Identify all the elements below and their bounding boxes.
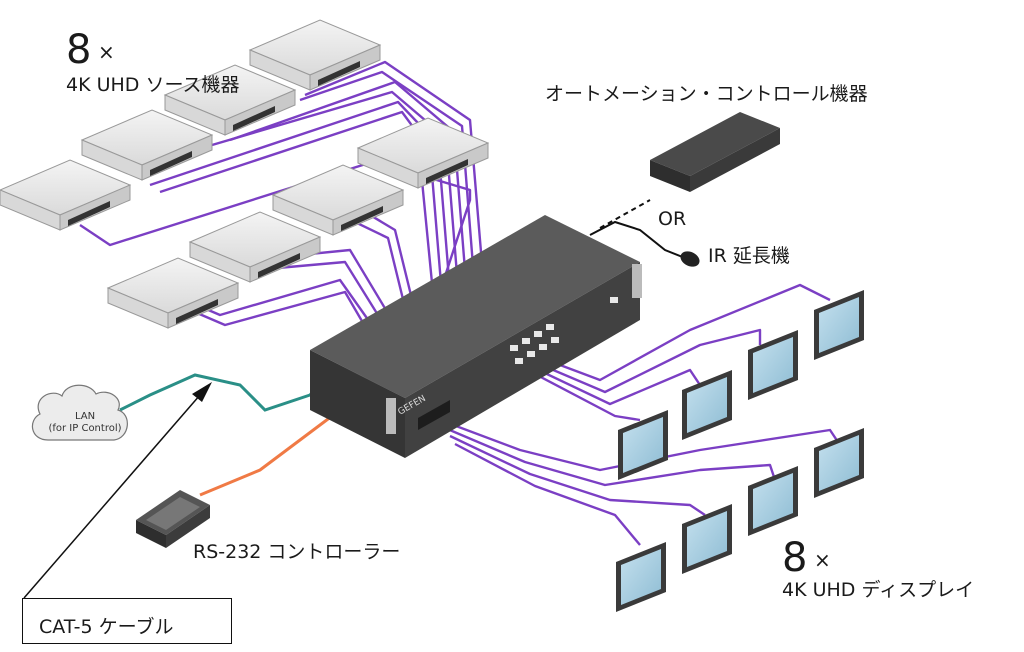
displays-label: 4K UHD ディスプレイ xyxy=(782,579,975,601)
source-devices xyxy=(0,19,490,329)
lan-line2: (for IP Control) xyxy=(48,422,122,434)
source-box xyxy=(188,211,322,283)
source-box xyxy=(106,257,240,329)
display-devices xyxy=(616,290,864,612)
lan-text: LAN (for IP Control) xyxy=(45,411,125,434)
source-box xyxy=(271,164,405,236)
automation-label: オートメーション・コントロール機器 xyxy=(545,83,868,105)
display-monitor xyxy=(748,466,798,536)
sources-label: 4K UHD ソース機器 xyxy=(66,74,240,96)
rs232-cable xyxy=(199,408,341,497)
display-monitor xyxy=(616,542,666,612)
displays-cross: × xyxy=(814,548,831,572)
sources-cross: × xyxy=(98,40,115,64)
automation-controller-device xyxy=(650,112,780,192)
source-box xyxy=(80,109,214,181)
ir-extender-icon xyxy=(680,251,700,267)
cat5-callout-box: CAT-5 ケーブル xyxy=(22,598,232,644)
display-monitor xyxy=(814,290,864,360)
lan-cloud-icon xyxy=(31,384,128,441)
rs232-controller-device xyxy=(136,490,210,548)
lan-line1: LAN xyxy=(74,411,96,422)
or-label: OR xyxy=(658,208,687,230)
display-monitor xyxy=(682,504,732,574)
hdmi-cables-output xyxy=(439,283,841,546)
cat5-label: CAT-5 ケーブル xyxy=(39,616,174,638)
rs232-label: RS-232 コントローラー xyxy=(193,541,401,563)
display-monitor xyxy=(682,370,732,440)
source-box xyxy=(163,64,297,136)
ir-cable xyxy=(589,220,686,259)
automation-dashed-link xyxy=(599,199,651,229)
source-box xyxy=(248,19,382,91)
displays-count: 8 xyxy=(782,535,808,581)
display-monitor xyxy=(748,330,798,400)
front-panel-buttons xyxy=(510,297,618,364)
source-box xyxy=(0,159,132,231)
cat5-callout-line xyxy=(23,394,201,599)
sources-count: 8 xyxy=(66,27,92,73)
matrix-switcher-device: GEFEN xyxy=(310,215,642,458)
display-monitor xyxy=(618,410,668,480)
ir-label: IR 延長機 xyxy=(708,245,790,267)
source-box xyxy=(356,117,490,189)
lan-cable xyxy=(119,373,320,412)
display-monitor xyxy=(814,428,864,498)
cat5-callout-arrowhead xyxy=(192,382,212,402)
